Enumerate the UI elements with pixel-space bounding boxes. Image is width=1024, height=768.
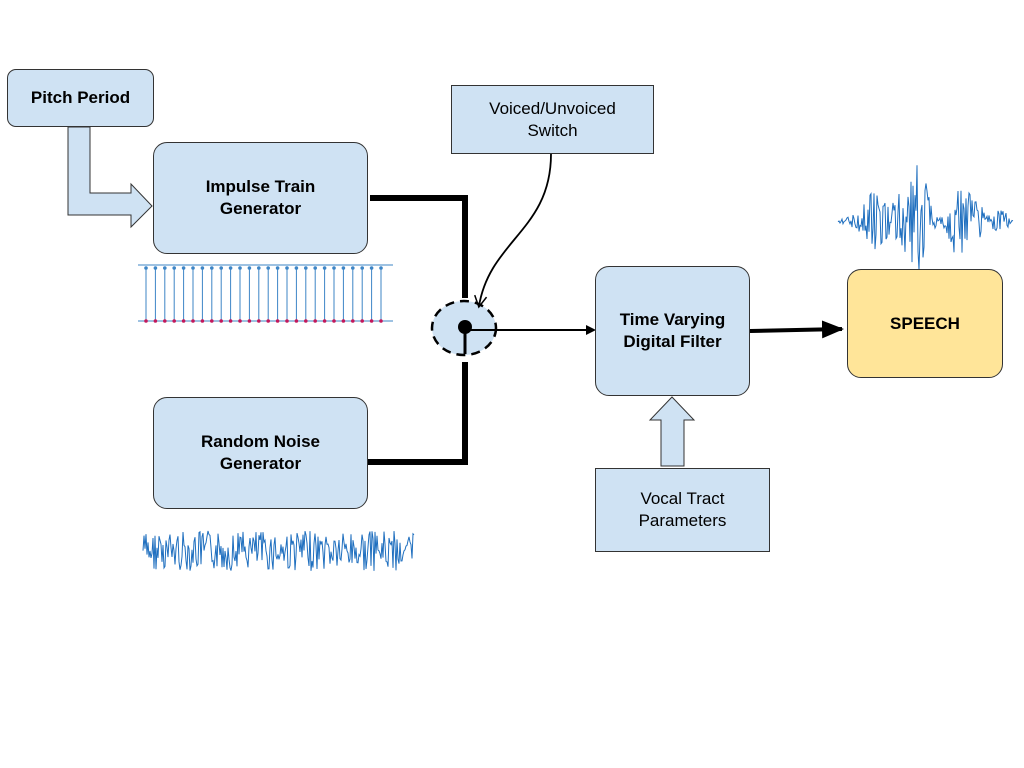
impulse-stem-tip <box>191 266 195 270</box>
impulse-stem-base <box>266 319 271 323</box>
impulse-stem-tip <box>210 266 214 270</box>
speech-label: SPEECH <box>890 313 960 333</box>
impulse-stem-tip <box>294 266 299 270</box>
vu-control-curve <box>474 153 552 309</box>
impulse-stem-base <box>163 319 167 323</box>
impulse-stem-tip <box>332 266 336 270</box>
pitch-to-impulse-arrow <box>67 126 153 229</box>
impulse-stem-base <box>313 319 318 323</box>
time-varying-filter-box: Time Varying Digital Filter <box>595 266 750 396</box>
vocal-tract-up-arrow <box>648 396 696 467</box>
impulse-stem-base <box>238 319 242 323</box>
impulse-stem-base <box>369 319 374 323</box>
impulse-stem-tip <box>322 266 327 270</box>
impulse-stem-tip <box>219 266 223 270</box>
impulse-stem-tip <box>238 266 242 270</box>
noise-to-switch-line <box>368 362 468 465</box>
filter-to-speech-arrow <box>749 320 844 339</box>
impulse-stem-base <box>210 319 214 323</box>
impulse-stem-base <box>181 319 186 323</box>
impulse-stem-tip <box>247 266 252 270</box>
impulse-stem-base <box>322 319 327 323</box>
impulse-stem-base <box>360 319 365 323</box>
impulse-stem-tip <box>228 266 233 270</box>
impulse-stem-base <box>332 319 336 323</box>
impulse-train-label: Impulse Train Generator <box>205 177 316 218</box>
noise-waveform <box>142 530 415 571</box>
speech-waveform <box>837 165 1014 270</box>
impulse-stem-base <box>200 319 205 323</box>
impulse-stem-tip <box>313 266 318 270</box>
impulse-stem-base <box>247 319 252 323</box>
random-noise-label: Random Noise Generator <box>200 432 321 473</box>
impulse-stem-base <box>351 319 355 323</box>
impulse-stem-base <box>294 319 299 323</box>
impulse-stem-base <box>304 319 308 323</box>
random-noise-generator-box: Random Noise Generator <box>153 397 368 509</box>
impulse-stem-tip <box>351 266 355 270</box>
impulse-stem-base <box>172 319 176 323</box>
impulse-stem-base <box>219 319 223 323</box>
impulse-stem-tip <box>341 266 346 270</box>
impulse-stem-tip <box>266 266 271 270</box>
impulse-stem-tip <box>163 266 167 270</box>
pitch-period-box: Pitch Period <box>7 69 154 127</box>
impulse-stem-tip <box>181 266 186 270</box>
impulse-stem-tip <box>360 266 365 270</box>
impulse-stem-tip <box>257 266 261 270</box>
impulse-stem-tip <box>172 266 176 270</box>
impulse-stem-base <box>341 319 346 323</box>
impulse-stem-base <box>191 319 195 323</box>
pitch-period-label: Pitch Period <box>30 88 131 107</box>
impulse-stem-tip <box>285 266 289 270</box>
tv-filter-label: Time Varying Digital Filter <box>619 310 726 351</box>
impulse-stem-base <box>379 319 383 323</box>
impulse-to-switch-line <box>370 195 468 298</box>
impulse-stem-tip <box>200 266 205 270</box>
impulse-stem-tip <box>379 266 383 270</box>
impulse-stem-tip <box>304 266 308 270</box>
vu-switch-box: Voiced/Unvoiced Switch <box>451 85 654 154</box>
impulse-train-plot <box>138 264 393 323</box>
vocal-tract-box: Vocal Tract Parameters <box>595 468 770 552</box>
impulse-stem-tip <box>144 266 148 270</box>
impulse-stem-tip <box>153 266 158 270</box>
impulse-stem-base <box>285 319 289 323</box>
impulse-stem-base <box>228 319 233 323</box>
impulse-stem-base <box>153 319 158 323</box>
vocal-tract-label: Vocal Tract Parameters <box>638 489 727 530</box>
impulse-train-generator-box: Impulse Train Generator <box>153 142 368 254</box>
impulse-stem-base <box>275 319 280 323</box>
impulse-stem-base <box>257 319 261 323</box>
impulse-stem-tip <box>369 266 374 270</box>
vu-switch-label: Voiced/Unvoiced Switch <box>489 98 616 140</box>
speech-box: SPEECH <box>847 269 1003 378</box>
impulse-stem-tip <box>275 266 280 270</box>
impulse-stem-base <box>144 319 148 323</box>
